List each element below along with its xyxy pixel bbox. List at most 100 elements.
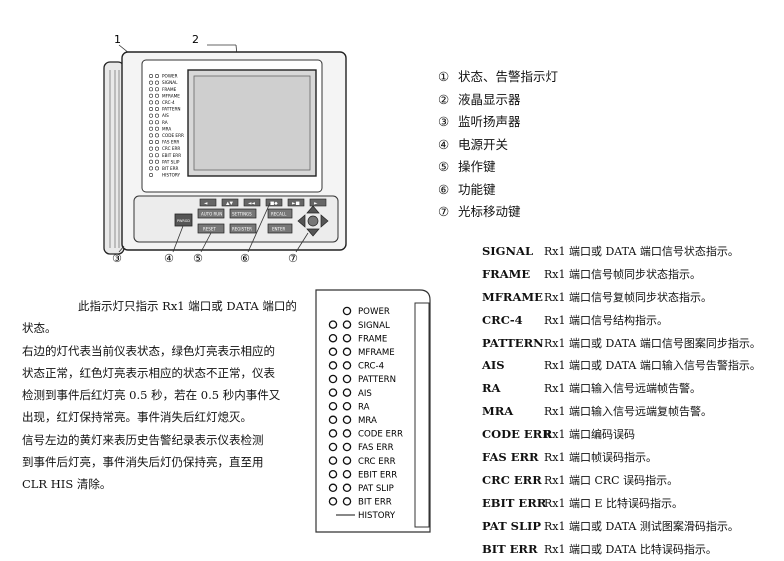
device-status-led bbox=[155, 126, 160, 131]
function-key[interactable] bbox=[309, 198, 327, 207]
device-history-led bbox=[149, 159, 154, 164]
status-led bbox=[342, 401, 352, 411]
svg-text:SETTINGS: SETTINGS bbox=[232, 212, 252, 217]
definition-term: CRC ERR bbox=[482, 472, 542, 487]
function-key-label: ◄ bbox=[204, 202, 208, 207]
zoom-led-label: MFRAME bbox=[358, 348, 395, 358]
definition-desc: Rx1 端口或 DATA 端口信号图案同步指示。 bbox=[544, 336, 761, 350]
device-history-led bbox=[149, 133, 154, 138]
definition-row: PATTERNRx1 端口或 DATA 端口信号图案同步指示。 bbox=[482, 332, 782, 355]
device-led-label: POWER bbox=[162, 74, 178, 79]
callout-5: ⑤ bbox=[193, 252, 203, 265]
device-history-led bbox=[149, 126, 154, 131]
zoom-led-label: CRC ERR bbox=[358, 457, 396, 467]
svg-text:AUTO RUN: AUTO RUN bbox=[201, 212, 222, 217]
enter-button[interactable] bbox=[267, 223, 293, 234]
function-key[interactable] bbox=[221, 198, 239, 207]
auto-run-button[interactable] bbox=[197, 208, 225, 219]
callout-7: ⑦ bbox=[288, 252, 298, 265]
device-led-label: BIT ERR bbox=[162, 166, 179, 171]
callout-1: 1 bbox=[114, 33, 121, 46]
device-history-led bbox=[149, 93, 154, 98]
device-history-led bbox=[149, 153, 154, 158]
function-key[interactable] bbox=[243, 198, 261, 207]
zoom-led-label: CODE ERR bbox=[358, 430, 403, 440]
function-key-label: ■◆ bbox=[270, 202, 278, 207]
function-key[interactable] bbox=[265, 198, 283, 207]
definition-desc: Rx1 端口 E 比特误码指示。 bbox=[544, 496, 684, 510]
status-led bbox=[342, 374, 352, 384]
device-led-label: FAS ERR bbox=[162, 140, 179, 145]
definition-desc: Rx1 端口信号结构指示。 bbox=[544, 313, 668, 327]
device-led-label: MFRAME bbox=[162, 93, 180, 98]
definition-row: EBIT ERRRx1 端口 E 比特误码指示。 bbox=[482, 492, 782, 515]
device-status-led bbox=[149, 173, 154, 178]
power-button[interactable] bbox=[174, 213, 193, 227]
callout-3: ③ bbox=[112, 252, 122, 265]
device-status-led bbox=[155, 80, 160, 85]
status-led bbox=[342, 442, 352, 452]
definition-row: CODE ERRRx1 端口编码误码 bbox=[482, 423, 782, 446]
device-history-led bbox=[149, 74, 154, 79]
status-led bbox=[342, 320, 352, 329]
status-led bbox=[342, 361, 352, 370]
device-status-led bbox=[155, 146, 160, 151]
device-status-led bbox=[155, 153, 160, 158]
definition-desc: Rx1 端口信号帧同步状态指示。 bbox=[544, 267, 701, 281]
register-button[interactable] bbox=[229, 223, 257, 234]
definition-desc: Rx1 端口输入信号远端复帧告警。 bbox=[544, 405, 712, 419]
history-led bbox=[328, 497, 338, 506]
device-status-led bbox=[155, 107, 160, 112]
history-led bbox=[328, 320, 338, 329]
device-led-label: PATTERN bbox=[162, 107, 181, 112]
definition-row: MFRAMERx1 端口信号复帧同步状态指示。 bbox=[482, 286, 782, 309]
history-led bbox=[328, 429, 338, 438]
cursor-keys[interactable] bbox=[297, 205, 329, 237]
settings-button[interactable] bbox=[229, 208, 257, 219]
status-led bbox=[342, 333, 352, 343]
device-led-label: RA bbox=[162, 120, 168, 125]
zoom-led-label: HISTORY bbox=[358, 511, 396, 521]
device-led-label: PAT SLIP bbox=[162, 159, 180, 164]
history-led bbox=[328, 469, 338, 479]
definition-term: FRAME bbox=[482, 266, 531, 281]
history-led bbox=[328, 483, 338, 493]
definition-desc: Rx1 端口或 DATA 端口信号状态指示。 bbox=[544, 245, 739, 258]
device-status-led bbox=[155, 133, 160, 138]
status-led bbox=[342, 347, 352, 357]
callout-4: ④ bbox=[164, 252, 174, 265]
device-history-led bbox=[149, 120, 154, 125]
definition-term: CODE ERR bbox=[482, 427, 552, 442]
function-key-label: ►■ bbox=[292, 202, 300, 207]
svg-text:ENTER: ENTER bbox=[272, 227, 285, 232]
definition-term: FAS ERR bbox=[482, 450, 539, 465]
history-led bbox=[329, 307, 337, 315]
function-key[interactable] bbox=[199, 198, 217, 207]
definition-term: RA bbox=[482, 381, 501, 396]
zoom-led-label: SIGNAL bbox=[358, 321, 390, 331]
device-led-label: CRC ERR bbox=[162, 146, 180, 151]
led-description: 此指示灯只指示 Rx1 端口或 DATA 端口的 状态。 右边的灯代表当前仪表状… bbox=[22, 299, 297, 492]
status-led bbox=[329, 511, 337, 519]
zoom-led-label: FRAME bbox=[358, 334, 387, 344]
device-status-led bbox=[155, 100, 160, 105]
definition-term: EBIT ERR bbox=[482, 495, 547, 510]
definition-desc: Rx1 端口或 DATA 测试图案滑码指示。 bbox=[544, 519, 739, 533]
device-status-led bbox=[155, 120, 160, 125]
svg-text:REGISTER: REGISTER bbox=[232, 227, 252, 232]
status-led bbox=[342, 456, 352, 465]
recall-button[interactable] bbox=[267, 208, 293, 219]
zoom-led-label: PAT SLIP bbox=[358, 484, 394, 494]
definition-term: MFRAME bbox=[482, 289, 543, 304]
function-key[interactable] bbox=[287, 198, 305, 207]
svg-text:PWRGD: PWRGD bbox=[177, 219, 190, 223]
